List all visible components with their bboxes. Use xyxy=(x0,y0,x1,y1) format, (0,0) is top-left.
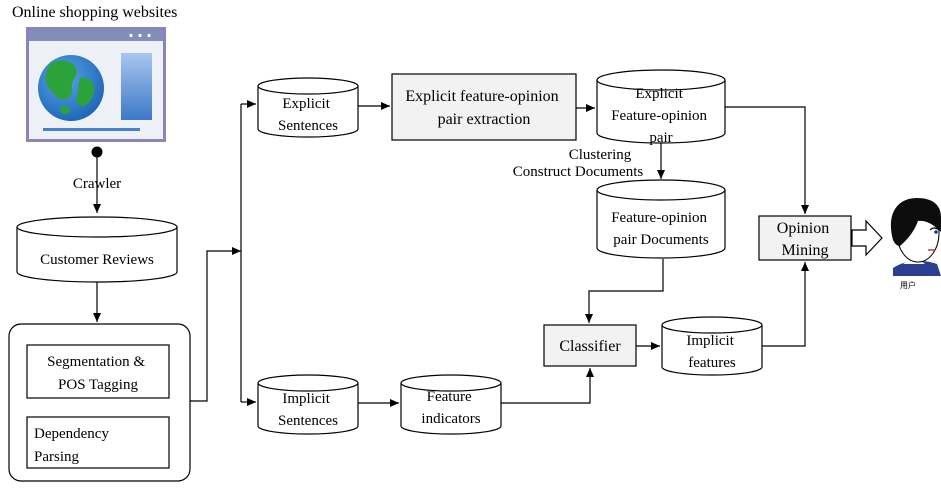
user-label: 用户 xyxy=(900,280,916,290)
implicit-features-label: Implicit features xyxy=(686,333,737,371)
feature-indicators-db xyxy=(400,374,502,435)
content-panel-icon xyxy=(121,53,152,120)
crawler-label: Crawler xyxy=(73,176,121,192)
website-browser-icon xyxy=(26,27,166,142)
dependency-box xyxy=(26,416,170,469)
explicit-sentences-db xyxy=(257,77,359,138)
segmentation-box xyxy=(26,344,170,399)
customer-reviews-label: Customer Reviews xyxy=(40,252,154,268)
explicit-sentences-label: Explicit Sentences xyxy=(278,96,338,134)
customer-reviews-db xyxy=(16,216,178,283)
explicit-extraction-box xyxy=(391,73,577,141)
opinion-mining-box xyxy=(758,215,852,261)
classifier-box xyxy=(543,324,637,367)
segmentation-label: Segmentation & POS Tagging xyxy=(47,354,149,393)
dependency-label: Dependency Parsing xyxy=(34,426,113,465)
construct-documents-label: Construct Documents xyxy=(513,164,644,180)
explicit-extraction-label: Explicit feature-opinion pair extraction xyxy=(405,88,562,128)
feature-indicators-label: Feature indicators xyxy=(421,389,480,427)
pair-documents-db xyxy=(596,179,726,259)
explicit-pair-db xyxy=(596,69,726,144)
output-arrow-icon xyxy=(851,219,883,257)
clustering-label: Clustering xyxy=(569,147,632,163)
opinion-mining-label: Opinion Mining xyxy=(777,220,833,259)
explicit-pair-label: Explicit Feature-opinion pair xyxy=(611,86,711,146)
classifier-label: Classifier xyxy=(559,338,621,355)
pair-documents-label: Feature-opinion pair Documents xyxy=(611,210,711,248)
diagram-title: Online shopping websites xyxy=(12,4,177,21)
implicit-sentences-label: Implicit Sentences xyxy=(278,391,338,429)
user-avatar-icon xyxy=(890,198,941,276)
implicit-sentences-db xyxy=(257,374,359,435)
implicit-features-db xyxy=(661,316,763,376)
